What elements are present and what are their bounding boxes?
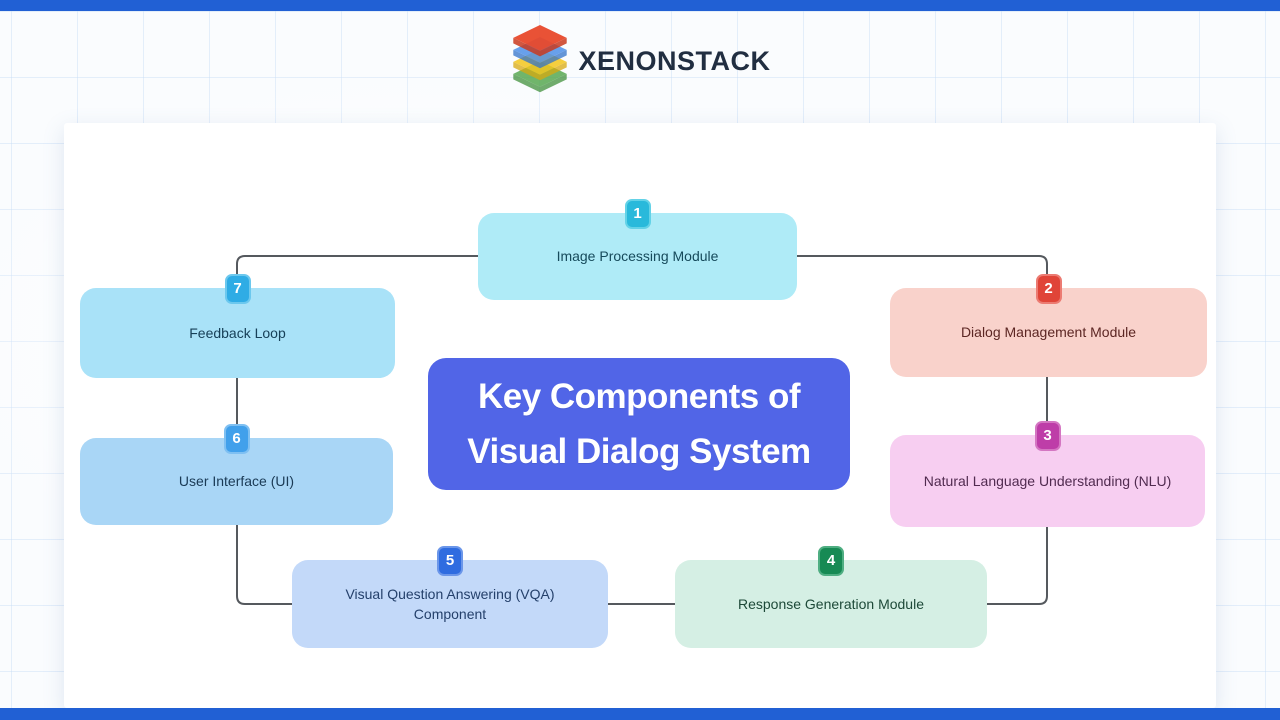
logo-text: XENONSTACK [578,45,771,76]
title-line-2: Visual Dialog System [467,432,811,471]
title-line-1: Key Components of [477,376,801,416]
node-number-badge: 2 [1035,274,1062,304]
node-label: Dialog Management Module [960,324,1137,341]
node-number-badge: 3 [1034,421,1061,451]
node-number-badge: 7 [224,274,251,304]
xenonstack-logo-icon [513,25,568,93]
connector-node1-node7 [236,255,479,278]
node-label: User Interface (UI) [178,473,295,490]
logo: XENONSTACK [0,22,1280,98]
diagram-title: Key Components of Visual Dialog System [428,358,850,490]
node-image-processing-module: 1 Image Processing Module [478,199,797,300]
node-number-badge: 1 [624,199,651,229]
connector-node3-node4 [986,526,1048,605]
node-response-generation-module: 4 Response Generation Module [675,546,987,648]
bottom-accent-bar [0,708,1280,720]
node-label: Natural Language Understanding (NLU) [923,472,1172,489]
node-number-badge: 4 [818,546,844,576]
node-visual-question-answering: 5 Visual Question Answering (VQA) Compon… [292,546,608,648]
node-natural-language-understanding: 3 Natural Language Understanding (NLU) [890,421,1205,527]
connector-node6-node5 [236,524,293,605]
connector-lines [236,255,1048,605]
node-dialog-management-module: 2 Dialog Management Module [890,274,1207,377]
connector-node1-node2 [796,255,1048,275]
node-label: Response Generation Module [737,595,924,612]
top-accent-bar [0,0,1280,11]
node-user-interface: 6 User Interface (UI) [80,424,393,525]
node-number-badge: 6 [223,424,250,454]
node-feedback-loop: 7 Feedback Loop [80,274,395,378]
node-label: Image Processing Module [556,248,719,265]
diagram-card: 1 Image Processing Module 2 Dialog Manag… [64,123,1216,708]
node-label: Visual Question Answering (VQA) Componen… [345,585,555,622]
node-label: Feedback Loop [189,324,286,341]
node-number-badge: 5 [437,546,463,576]
